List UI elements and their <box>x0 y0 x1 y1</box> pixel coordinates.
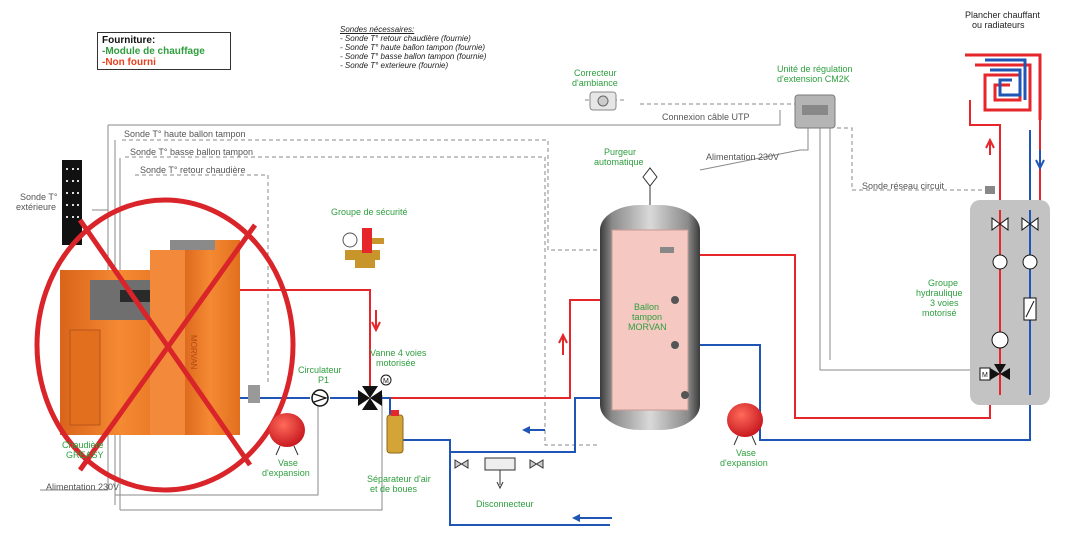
sondes-item: - Sonde T° basse ballon tampon (fournie) <box>340 52 487 61</box>
sondes-list: Sondes nécessaires: - Sonde T° retour ch… <box>340 25 486 70</box>
buffer-tank <box>600 167 700 430</box>
label-groupe-hydro-1: Groupe <box>928 278 959 288</box>
label-vase1-2: d'expansion <box>262 468 310 478</box>
label-radiateurs: ou radiateurs <box>972 20 1025 30</box>
label-chaudiere-1: Chaudière <box>62 440 104 450</box>
label-ballon-3: MORVAN <box>628 322 667 332</box>
wire-vanne <box>120 395 383 511</box>
not-supplied-cross <box>34 197 296 493</box>
pipe-to-tank-top <box>520 299 610 399</box>
label-vase2-2: d'expansion <box>720 458 768 468</box>
security-group <box>342 228 384 268</box>
wire-alim-top <box>699 120 809 171</box>
label-unite-1: Unité de régulation <box>777 64 853 74</box>
label-sonde-ext-1: Sonde T° <box>20 192 58 202</box>
label-vase2-1: Vase <box>736 448 756 458</box>
arrow-up-red <box>985 137 995 155</box>
floor-heating-coil-blue <box>985 58 1027 100</box>
pipe-floor-supply <box>969 100 1001 210</box>
label-groupe-secu: Groupe de sécurité <box>331 207 408 217</box>
label-sonde-haute: Sonde T° haute ballon tampon <box>124 129 246 139</box>
arrow-down-red <box>371 310 381 333</box>
wire-sonde-retour <box>135 174 269 385</box>
sondes-title: Sondes nécessaires: <box>340 25 415 34</box>
label-vase1-1: Vase <box>278 458 298 468</box>
legend-not-supplied: -Non fourni <box>102 57 156 68</box>
pipe-tank-return <box>695 344 1031 441</box>
flow-arrows <box>371 137 1045 522</box>
boiler <box>60 240 260 435</box>
svg-text:M: M <box>383 378 389 385</box>
label-plancher: Plancher chauffant <box>965 10 1040 20</box>
pipe-cold-loop <box>382 397 610 453</box>
label-disconnecteur: Disconnecteur <box>476 499 534 509</box>
label-circulateur-1: Circulateur <box>298 365 342 375</box>
disconnecteur <box>454 457 544 490</box>
wire-sonde-basse <box>125 156 600 446</box>
label-alim-top: Alimentation 230V <box>706 152 780 162</box>
flow-arrow-lines <box>530 429 612 519</box>
label-alim-bottom: Alimentation 230V <box>46 482 120 492</box>
circulator-p1 <box>311 389 329 407</box>
pipe-boiler-out <box>240 289 371 395</box>
label-vanne-1: Vanne 4 voies <box>370 348 427 358</box>
label-purgeur-2: automatique <box>594 157 644 167</box>
separateur <box>386 410 404 454</box>
svg-text:M: M <box>982 372 988 379</box>
label-unite-2: d'extension CM2K <box>777 74 850 84</box>
label-correcteur-1: Correcteur <box>574 68 617 78</box>
sondes-item: - Sonde T° haute ballon tampon (fournie) <box>340 43 486 52</box>
label-utp: Connexion câble UTP <box>662 112 750 122</box>
wire-hydro-motor <box>819 120 985 371</box>
label-groupe-hydro-4: motorisé <box>922 308 957 318</box>
boiler-brand: MORVAN <box>189 335 198 370</box>
label-sonde-retour: Sonde T° retour chaudière <box>140 165 246 175</box>
sondes-item: - Sonde T° exterieure (fournie) <box>340 61 449 70</box>
wire-sonde-reseau <box>837 127 990 191</box>
label-sonde-reseau: Sonde réseau circuit <box>862 181 945 191</box>
hot-pipes <box>240 53 1042 419</box>
label-ballon-1: Ballon <box>634 302 660 312</box>
regulator-cm2k <box>794 94 836 129</box>
label-chaudiere-2: GREASY <box>66 450 104 460</box>
label-ballon-2: tampon <box>632 312 663 322</box>
wire-top <box>108 110 781 126</box>
floor-heating-coil-red <box>965 53 1042 120</box>
label-separateur-2: et de boues <box>370 484 418 494</box>
label-circulateur-2: P1 <box>318 375 330 385</box>
arrow-down-blue <box>1035 150 1045 171</box>
exterior-sensor <box>62 160 82 245</box>
label-sonde-basse: Sonde T° basse ballon tampon <box>130 147 254 157</box>
ambient-corrector <box>589 91 617 111</box>
vase-expansion-1 <box>269 413 305 456</box>
wire-utp <box>585 99 795 105</box>
pipe-tank-to-hydro <box>695 254 991 419</box>
label-sonde-ext-2: extérieure <box>16 202 57 212</box>
sondes-item: - Sonde T° retour chaudière (fournie) <box>340 34 471 43</box>
legend-box: Fourniture: -Module de chauffage -Non fo… <box>97 32 231 70</box>
label-correcteur-2: d'ambiance <box>572 78 618 88</box>
arrow-left-1 <box>522 426 530 434</box>
hydraulic-group: M <box>970 186 1050 405</box>
label-groupe-hydro-2: hydraulique <box>916 288 963 298</box>
vase-expansion-2 <box>727 403 763 446</box>
label-groupe-hydro-3: 3 voies <box>930 298 959 308</box>
pipe-cold-supply <box>449 452 610 526</box>
label-separateur-1: Séparateur d'air <box>367 474 431 484</box>
arrow-left-2 <box>572 514 580 522</box>
wire-circ <box>115 395 319 496</box>
legend-title: Fourniture: <box>102 35 156 46</box>
cold-pipes <box>240 58 1031 526</box>
legend-supplied: -Module de chauffage <box>102 46 205 57</box>
arrow-up-red-2 <box>558 332 568 355</box>
vanne-4-voies: M <box>358 374 392 410</box>
label-vanne-2: motorisée <box>376 358 416 368</box>
label-purgeur-1: Purgeur <box>604 147 637 157</box>
